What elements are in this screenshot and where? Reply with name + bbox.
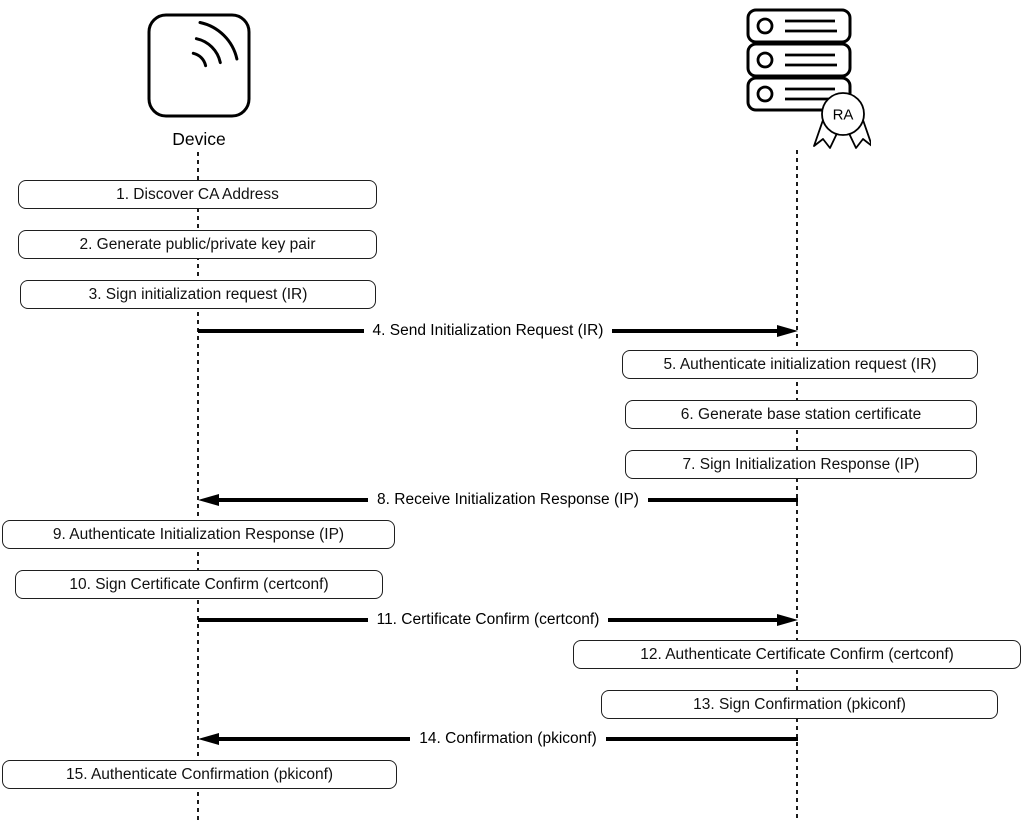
arrowhead-left-icon [198,494,219,506]
action-box-12: 12. Authenticate Certificate Confirm (ce… [573,640,1021,669]
arrow-line [605,737,798,741]
arrowhead-left-icon [198,733,219,745]
message-arrow-4: 4. Send Initialization Request (IR) [198,320,798,342]
wireless-device-icon [147,13,251,119]
arrowhead-right-icon [777,325,798,337]
arrow-line [647,498,798,502]
message-arrow-8: 8. Receive Initialization Response (IP) [198,489,798,511]
arrow-line [608,618,778,622]
message-arrow-4-label: 4. Send Initialization Request (IR) [372,322,604,339]
message-arrow-11: 11. Certificate Confirm (certconf) [198,609,798,631]
action-box-13: 13. Sign Confirmation (pkiconf) [601,690,998,719]
server-rack-icon: RA [745,6,871,152]
action-box-2: 2. Generate public/private key pair [18,230,377,259]
action-box-15: 15. Authenticate Confirmation (pkiconf) [2,760,397,789]
message-arrow-11-label: 11. Certificate Confirm (certconf) [376,611,600,628]
arrow-line [198,329,364,333]
action-box-7: 7. Sign Initialization Response (IP) [625,450,977,479]
arrowhead-right-icon [777,614,798,626]
action-box-13-label: 13. Sign Confirmation (pkiconf) [693,695,906,713]
message-arrow-8-label: 8. Receive Initialization Response (IP) [377,491,639,508]
arrow-line [218,737,411,741]
action-box-7-label: 7. Sign Initialization Response (IP) [682,455,920,473]
device-actor-label: Device [172,129,226,149]
arrow-line [218,498,369,502]
action-box-15-label: 15. Authenticate Confirmation (pkiconf) [65,765,334,783]
action-box-9: 9. Authenticate Initialization Response … [2,520,395,549]
ra-badge-label: RA [833,107,854,124]
action-box-3-label: 3. Sign initialization request (IR) [88,285,308,303]
action-box-1: 1. Discover CA Address [18,180,377,209]
message-arrow-14-label: 14. Confirmation (pkiconf) [419,730,597,747]
action-box-10-label: 10. Sign Certificate Confirm (certconf) [69,575,329,593]
action-box-9-label: 9. Authenticate Initialization Response … [52,525,345,543]
arrow-line [198,618,368,622]
action-box-3: 3. Sign initialization request (IR) [20,280,376,309]
action-box-10: 10. Sign Certificate Confirm (certconf) [15,570,383,599]
action-box-5-label: 5. Authenticate initialization request (… [663,355,937,373]
message-arrow-14: 14. Confirmation (pkiconf) [198,728,798,750]
action-box-5: 5. Authenticate initialization request (… [622,350,978,379]
action-box-6: 6. Generate base station certificate [625,400,977,429]
ra-badge [821,92,865,136]
device-lifeline [197,152,199,822]
ra-lifeline [796,150,798,822]
action-box-12-label: 12. Authenticate Certificate Confirm (ce… [640,645,954,663]
action-box-1-label: 1. Discover CA Address [116,185,279,203]
action-box-2-label: 2. Generate public/private key pair [79,235,316,253]
arrow-line [612,329,778,333]
action-box-6-label: 6. Generate base station certificate [680,405,922,423]
